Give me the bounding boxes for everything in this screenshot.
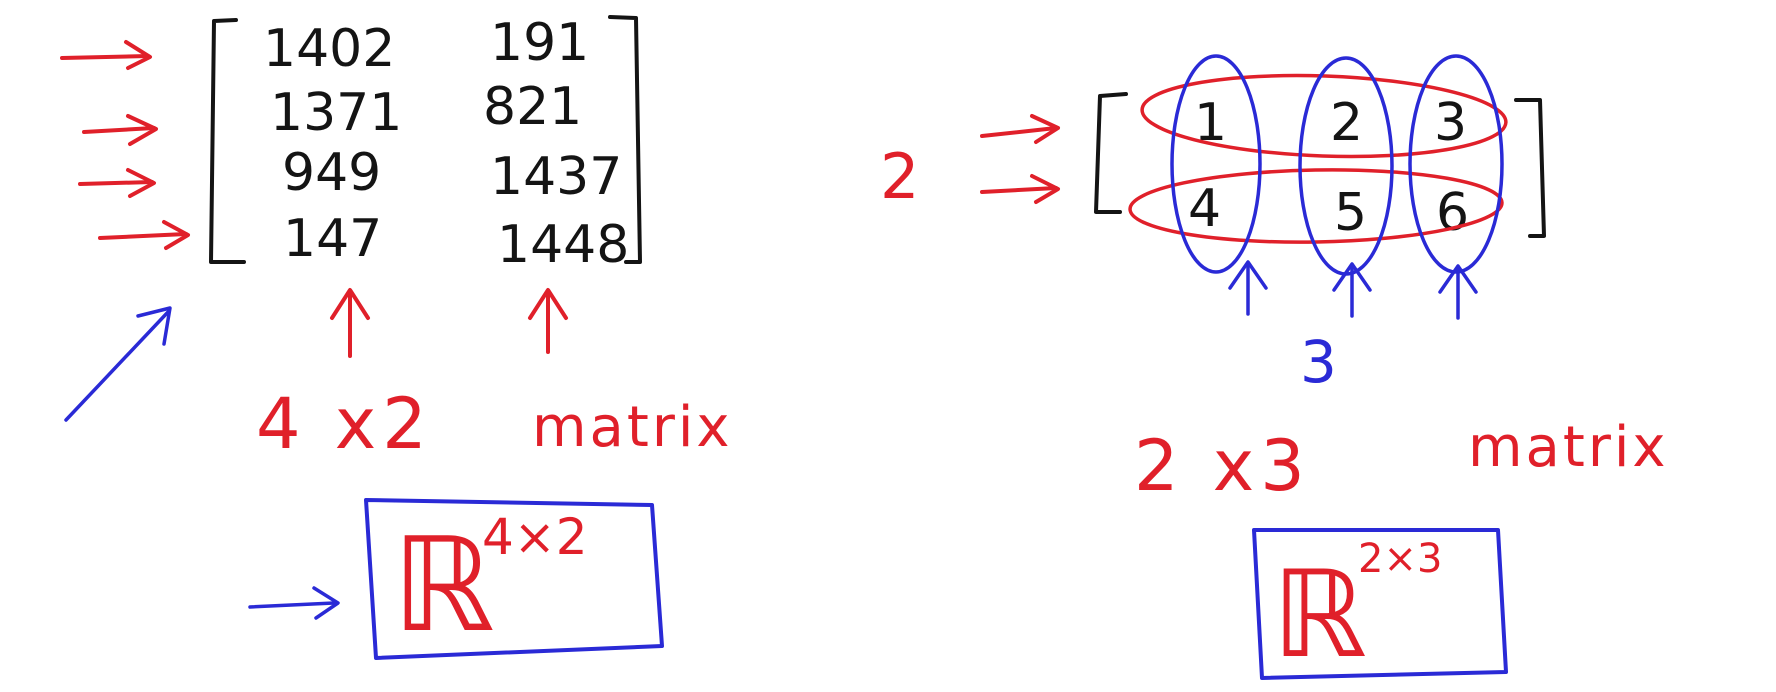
right-column-arrows <box>1228 260 1478 320</box>
left-matrix-entry: 1371 <box>270 83 402 143</box>
row-arrow-icon <box>78 168 156 198</box>
right-matrix-open-bracket <box>1094 92 1128 214</box>
right-matrix-entry: 5 <box>1334 183 1367 243</box>
left-dimension-label: 4 x2 <box>256 383 433 465</box>
up-arrow-icon <box>1438 264 1478 320</box>
row-arrow-icon <box>980 114 1060 144</box>
row-ellipse <box>1128 168 1504 244</box>
left-matrix-entry: 191 <box>490 13 589 73</box>
row-arrow-icon <box>60 40 152 70</box>
left-matrix: 1402 191 1371 821 949 1437 147 1448 <box>209 13 642 275</box>
right-matrix-entry: 3 <box>1434 93 1467 153</box>
right-cols-count: 3 <box>1300 328 1337 396</box>
left-matrix-entry: 821 <box>483 77 582 137</box>
right-rows-count: 2 <box>880 140 919 213</box>
left-matrix-entry: 1402 <box>263 19 395 79</box>
right-matrix-entry: 4 <box>1188 179 1221 239</box>
left-matrix-entry: 147 <box>283 209 382 269</box>
left-real-space-exponent: 4×2 <box>482 508 588 566</box>
right-row-ellipses <box>1128 73 1508 244</box>
right-dimension-label: 2 x3 <box>1134 425 1311 507</box>
left-matrix-open-bracket <box>209 18 246 264</box>
column-ellipse <box>1170 54 1262 274</box>
left-matrix-close-bracket <box>608 15 642 264</box>
right-row-arrows <box>980 114 1060 204</box>
left-matrix-entry: 949 <box>282 143 381 203</box>
left-column-arrows <box>330 288 568 358</box>
right-matrix-entry: 6 <box>1436 183 1469 243</box>
up-arrow-icon <box>528 288 568 354</box>
row-ellipse <box>1140 73 1508 159</box>
row-arrow-icon <box>98 220 190 250</box>
blue-diagonal-arrow-icon <box>64 306 172 422</box>
up-arrow-icon <box>330 288 370 358</box>
right-real-space-exponent: 2×3 <box>1358 536 1442 582</box>
right-matrix: 1 2 3 4 5 6 <box>1094 92 1546 243</box>
right-matrix-word: matrix <box>1468 415 1669 480</box>
row-arrow-icon <box>980 174 1060 204</box>
left-row-arrows <box>60 40 190 250</box>
left-real-space-symbol: ℝ <box>392 509 495 661</box>
up-arrow-icon <box>1332 262 1372 318</box>
left-matrix-entry: 1448 <box>497 215 629 275</box>
blue-pointer-arrow-icon <box>248 586 340 620</box>
right-real-space-symbol: ℝ <box>1272 546 1367 685</box>
up-arrow-icon <box>1228 260 1268 316</box>
left-matrix-word: matrix <box>532 395 733 460</box>
row-arrow-icon <box>82 114 158 146</box>
right-matrix-entry: 2 <box>1330 93 1363 153</box>
left-real-space-box: ℝ 4×2 <box>364 498 664 661</box>
left-matrix-entry: 1437 <box>490 147 622 207</box>
right-real-space-box: ℝ 2×3 <box>1252 528 1508 685</box>
right-matrix-close-bracket <box>1514 98 1546 238</box>
column-ellipse <box>1408 54 1504 274</box>
